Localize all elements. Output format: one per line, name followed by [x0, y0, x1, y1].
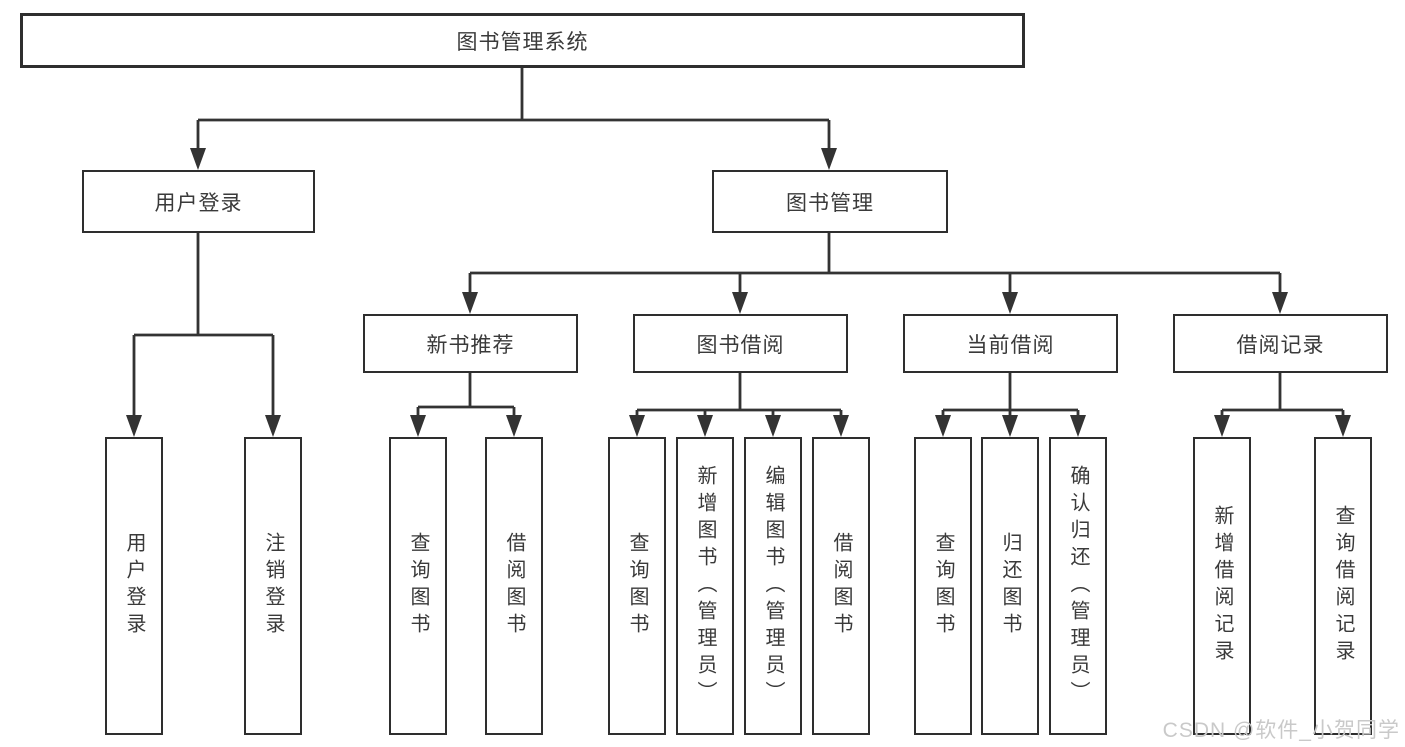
leaf-borrow-books-label: 借阅图书 — [830, 532, 852, 640]
leaf-query-books-recommend: 查询图书 — [389, 437, 447, 735]
node-borrow-records-label: 借阅记录 — [1236, 333, 1325, 357]
leaf-confirm-return-admin-label: 确认归还（管理员） — [1067, 464, 1089, 708]
leaf-borrow-books-recommend-label: 借阅图书 — [503, 532, 525, 640]
leaf-borrow-books-recommend: 借阅图书 — [485, 437, 543, 735]
leaf-query-books-current: 查询图书 — [914, 437, 972, 735]
node-root: 图书管理系统 — [20, 13, 1025, 68]
leaf-return-book: 归还图书 — [981, 437, 1039, 735]
node-new-book-recommend-label: 新书推荐 — [426, 333, 515, 357]
leaf-query-books-recommend-label: 查询图书 — [407, 532, 429, 640]
leaf-user-login: 用户登录 — [105, 437, 163, 735]
node-book-management-label: 图书管理 — [786, 191, 874, 215]
leaf-return-book-label: 归还图书 — [999, 532, 1021, 640]
leaf-query-books-borrow-label: 查询图书 — [626, 532, 648, 640]
leaf-edit-book-admin-label: 编辑图书（管理员） — [762, 464, 784, 708]
leaf-add-book-admin-label: 新增图书（管理员） — [694, 464, 716, 708]
csdn-watermark: CSDN @软件_小贺同学 — [1162, 719, 1400, 742]
leaf-logout: 注销登录 — [244, 437, 302, 735]
node-user-login: 用户登录 — [82, 170, 315, 233]
node-borrow-records: 借阅记录 — [1173, 314, 1388, 373]
leaf-add-borrow-record: 新增借阅记录 — [1193, 437, 1251, 735]
node-user-login-label: 用户登录 — [154, 191, 243, 215]
node-book-management: 图书管理 — [712, 170, 948, 233]
node-book-borrow-label: 图书借阅 — [696, 333, 785, 357]
leaf-confirm-return-admin: 确认归还（管理员） — [1049, 437, 1107, 735]
node-root-label: 图书管理系统 — [456, 30, 589, 54]
node-book-borrow: 图书借阅 — [633, 314, 848, 373]
node-current-borrow: 当前借阅 — [903, 314, 1118, 373]
leaf-user-login-label: 用户登录 — [123, 532, 145, 640]
leaf-add-borrow-record-label: 新增借阅记录 — [1211, 505, 1233, 667]
node-current-borrow-label: 当前借阅 — [966, 333, 1055, 357]
leaf-query-borrow-record-label: 查询借阅记录 — [1332, 505, 1354, 667]
node-new-book-recommend: 新书推荐 — [363, 314, 578, 373]
leaf-borrow-books: 借阅图书 — [812, 437, 870, 735]
leaf-edit-book-admin: 编辑图书（管理员） — [744, 437, 802, 735]
leaf-logout-label: 注销登录 — [262, 532, 284, 640]
leaf-query-borrow-record: 查询借阅记录 — [1314, 437, 1372, 735]
leaf-query-books-borrow: 查询图书 — [608, 437, 666, 735]
leaf-add-book-admin: 新增图书（管理员） — [676, 437, 734, 735]
leaf-query-books-current-label: 查询图书 — [932, 532, 954, 640]
